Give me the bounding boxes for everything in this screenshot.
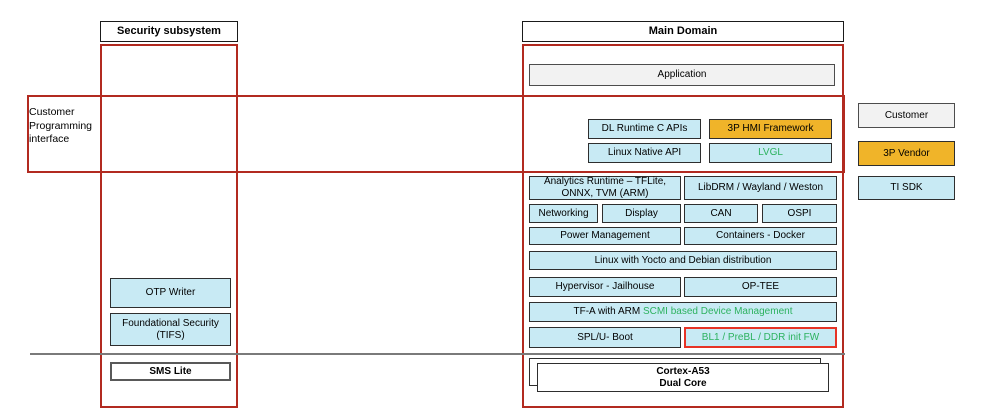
block-display: Display xyxy=(602,204,681,223)
legend-customer: Customer xyxy=(858,103,955,128)
block-containers-docker: Containers - Docker xyxy=(684,227,837,245)
block-libdrm-wayland-weston: LibDRM / Wayland / Weston xyxy=(684,176,837,200)
cortex-dual-core-label: Dual Core xyxy=(659,377,707,389)
block-linux-yocto-debian: Linux with Yocto and Debian distribution xyxy=(529,251,837,270)
block-analytics-runtime: Analytics Runtime – TFLite, ONNX, TVM (A… xyxy=(529,176,681,200)
customer-programming-interface-label: Customer Programming interface xyxy=(29,106,93,146)
block-networking: Networking xyxy=(529,204,598,223)
block-power-management: Power Management xyxy=(529,227,681,245)
tfa-label-black: TF-A with ARM xyxy=(573,306,643,318)
block-foundational-security-tifs: Foundational Security (TIFS) xyxy=(110,313,231,346)
block-hypervisor-jailhouse: Hypervisor - Jailhouse xyxy=(529,277,681,297)
block-cortex-a53: Cortex-A53 Dual Core xyxy=(537,363,829,392)
tfa-label-green: SCMI based Device Management xyxy=(642,306,793,318)
block-lvgl: LVGL xyxy=(709,143,832,163)
main-domain-header: Main Domain xyxy=(522,21,844,42)
block-3p-hmi-framework: 3P HMI Framework xyxy=(709,119,832,139)
legend-ti-sdk: TI SDK xyxy=(858,176,955,200)
hardware-divider-line xyxy=(30,353,845,355)
block-op-tee: OP-TEE xyxy=(684,277,837,297)
block-tfa-scmi: TF-A with ARM SCMI based Device Manageme… xyxy=(529,302,837,322)
block-application: Application xyxy=(529,64,835,86)
block-can: CAN xyxy=(684,204,758,223)
block-bl1-prebl-ddr-init-fw: BL1 / PreBL / DDR init FW xyxy=(684,327,837,348)
block-otp-writer: OTP Writer xyxy=(110,278,231,308)
block-dl-runtime-c-apis: DL Runtime C APIs xyxy=(588,119,701,139)
cortex-a53-label: Cortex-A53 xyxy=(656,365,710,377)
legend-3p-vendor: 3P Vendor xyxy=(858,141,955,166)
security-subsystem-header: Security subsystem xyxy=(100,21,238,42)
block-ospi: OSPI xyxy=(762,204,837,223)
block-sms-lite: SMS Lite xyxy=(110,362,231,381)
block-spl-uboot: SPL/U- Boot xyxy=(529,327,681,348)
block-linux-native-api: Linux Native API xyxy=(588,143,701,163)
